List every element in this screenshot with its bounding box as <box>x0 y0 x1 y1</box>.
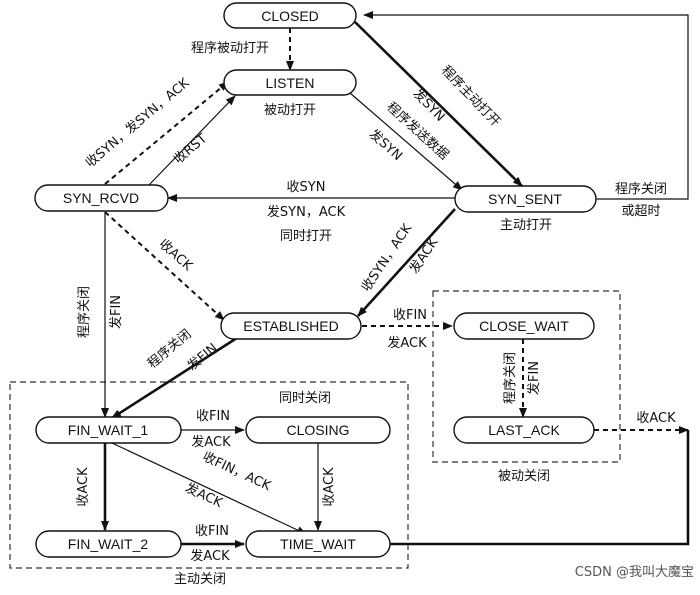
label-fin1-closing-1: 收FIN <box>196 409 230 424</box>
label-syn-sent-close-2: 或超时 <box>621 204 660 219</box>
label-est-fin-2: 发FIN <box>184 340 220 374</box>
state-label: SYN_RCVD <box>63 190 139 206</box>
state-fin-wait-2: FIN_WAIT_2 <box>35 530 182 558</box>
passive-close-region <box>432 290 621 463</box>
label-fin2-time-wait-1: 收FIN <box>195 524 229 539</box>
state-established: ESTABLISHED <box>220 312 362 340</box>
state-label: LISTEN <box>265 75 314 91</box>
edge-established-fin-wait-1 <box>111 334 241 420</box>
label-fin1-fin2: 收ACK <box>76 467 91 507</box>
state-time-wait: TIME_WAIT <box>245 530 391 558</box>
edge-syn-sent-established <box>357 208 456 317</box>
state-label: SYN_SENT <box>488 191 562 207</box>
edge-listen-syn-sent <box>349 92 463 191</box>
state-label: FIN_WAIT_2 <box>68 536 149 552</box>
state-label: ESTABLISHED <box>243 318 338 334</box>
simul-close-region <box>9 381 409 569</box>
edge-syn-sent-closed <box>363 11 689 200</box>
state-label: FIN_WAIT_1 <box>68 422 149 438</box>
label-syn-rcvd-fin-2: 发FIN <box>108 295 124 329</box>
region-label-passive-close: 被动关闭 <box>498 469 550 484</box>
state-label: CLOSE_WAIT <box>479 318 569 334</box>
state-last-ack: LAST_ACK <box>453 416 595 444</box>
state-fin-wait-1: FIN_WAIT_1 <box>35 416 182 444</box>
label-simul-open-3: 同时打开 <box>280 229 332 244</box>
region-label-active-close: 主动关闭 <box>174 572 226 587</box>
state-closed: CLOSED <box>223 2 357 29</box>
label-syn-rcvd-est: 收ACK <box>156 237 196 275</box>
state-syn-rcvd: SYN_RCVD <box>34 184 169 212</box>
edge-time-wait-closed <box>390 430 690 546</box>
label-est-close-wait-2: 发ACK <box>387 335 427 351</box>
edge-fin-wait-1-time-wait <box>111 442 307 535</box>
state-label: CLOSING <box>286 422 349 438</box>
label-simul-open-2: 发SYN，ACK <box>267 204 346 220</box>
state-label: CLOSED <box>261 8 319 24</box>
label-closing-time-wait: 收ACK <box>322 467 337 507</box>
label-syn-sent-close-1: 程序关闭 <box>615 182 667 197</box>
region-label-simul-close: 同时关闭 <box>279 391 331 406</box>
state-closing: CLOSING <box>245 416 391 444</box>
label-listen-note: 被动打开 <box>264 103 316 118</box>
label-closed-listen: 程序被动打开 <box>191 41 269 56</box>
state-label: LAST_ACK <box>488 422 560 438</box>
label-fin1-closing-2: 发ACK <box>191 434 231 450</box>
label-syn-sent-note: 主动打开 <box>500 218 552 233</box>
label-syn-rcvd-fin-1: 程序关闭 <box>77 286 92 338</box>
label-listen-syn-sent-2: 发SYN <box>366 126 406 164</box>
edge-closed-syn-sent <box>354 21 523 187</box>
label-fin2-time-wait-2: 发ACK <box>190 548 230 564</box>
label-closed-syn-sent-1: 程序主动打开 <box>438 63 503 130</box>
label-simul-open-1: 收SYN <box>287 180 326 195</box>
state-syn-sent: SYN_SENT <box>454 185 597 213</box>
state-listen: LISTEN <box>223 69 357 96</box>
label-last-ack-closed: 收ACK <box>636 411 676 426</box>
label-fin1-time-wait-2: 发ACK <box>183 480 226 511</box>
edge-syn-rcvd-listen-rst <box>147 95 236 187</box>
label-fin1-time-wait-1: 收FIN，ACK <box>200 450 273 495</box>
state-label: TIME_WAIT <box>280 536 356 552</box>
label-close-wait-last-1: 程序关闭 <box>503 352 518 404</box>
label-close-wait-last-2: 发FIN <box>526 361 542 395</box>
label-est-close-wait-1: 收FIN <box>393 308 427 323</box>
watermark-text: CSDN @我叫大魔宝 <box>575 565 694 580</box>
label-syn-rcvd-rst: 收RST <box>171 131 210 167</box>
state-close-wait: CLOSE_WAIT <box>453 312 595 340</box>
